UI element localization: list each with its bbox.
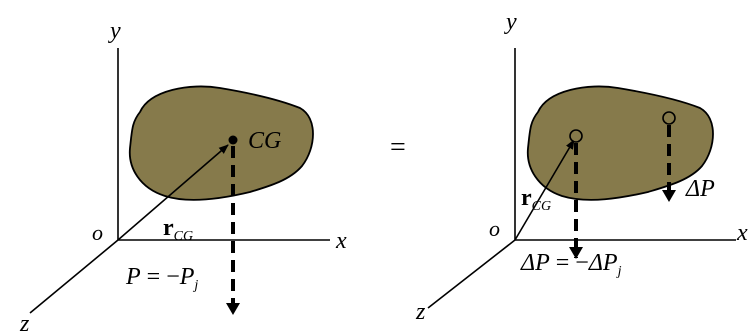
left-cg-point bbox=[228, 135, 238, 145]
right-z-axis bbox=[427, 239, 516, 309]
left-r-cg-vector bbox=[117, 144, 229, 241]
right-origin-label: o bbox=[489, 216, 500, 241]
right-panel: y x z o rCG ΔP ΔP = −ΔPj bbox=[415, 9, 748, 325]
left-origin-label: o bbox=[92, 220, 103, 245]
right-r-cg-vector bbox=[514, 139, 575, 241]
left-force-equation: P = −Pj bbox=[125, 264, 198, 293]
equals-sign: = bbox=[390, 132, 406, 163]
right-element-point-2 bbox=[662, 111, 676, 125]
left-z-label: z bbox=[19, 311, 30, 331]
right-delta-p-label: ΔP bbox=[685, 176, 715, 202]
right-r-cg-label: rCG bbox=[521, 185, 551, 214]
left-rigid-body bbox=[128, 85, 314, 201]
left-r-cg-label: rCG bbox=[163, 215, 193, 244]
left-panel: y x z o CG rCG P = −Pj bbox=[19, 18, 347, 331]
left-y-label: y bbox=[108, 18, 121, 44]
left-x-label: x bbox=[335, 228, 347, 254]
right-element-point-1 bbox=[569, 129, 583, 143]
left-cg-label: CG bbox=[248, 128, 281, 154]
right-x-label: x bbox=[736, 220, 748, 246]
right-force-equation: ΔP = −ΔPj bbox=[520, 250, 622, 279]
right-y-label: y bbox=[504, 9, 517, 35]
left-z-axis bbox=[29, 239, 119, 314]
right-z-label: z bbox=[415, 299, 426, 325]
